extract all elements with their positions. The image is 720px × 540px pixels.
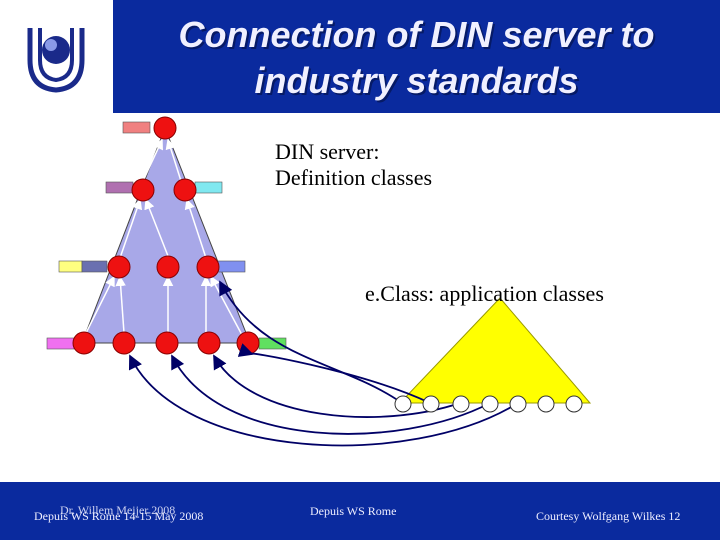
footer-band <box>0 482 720 540</box>
din-node <box>173 178 197 202</box>
eclass-nodes <box>394 395 583 413</box>
din-node <box>197 331 221 355</box>
attribute-tag-yellow <box>58 260 83 273</box>
internal-hierarchy-arrows <box>84 138 243 336</box>
connection-diagram <box>46 116 592 447</box>
din-node <box>236 331 260 355</box>
slide-title-line2: industry standards <box>254 60 579 101</box>
eclass-node <box>422 395 440 413</box>
mapping-arrows <box>128 280 519 447</box>
din-node <box>196 255 220 279</box>
din-node <box>107 255 131 279</box>
din-server-label: DIN server: Definition classes <box>275 139 432 191</box>
title-band <box>113 0 720 113</box>
din-server-triangle <box>81 126 251 344</box>
footer-left-overlay-text: Dr. Willem Meijer 2008 <box>60 503 176 517</box>
din-server-label-line1: DIN server: <box>275 139 380 164</box>
din-server-label-line2: Definition classes <box>275 165 433 190</box>
footer-center-text: Depuis WS Rome <box>310 504 397 518</box>
attribute-tag-cyan <box>194 181 223 194</box>
eclass-triangle <box>398 297 592 404</box>
slide-title-line1: Connection of DIN server to <box>178 14 655 55</box>
attribute-tags <box>46 121 287 350</box>
din-class-nodes <box>72 116 260 355</box>
attribute-tag-magenta <box>46 337 75 350</box>
eclass-label: e.Class: application classes <box>365 281 604 306</box>
slide-title: Connection of DIN server to industry sta… <box>113 12 720 104</box>
din-node <box>112 331 136 355</box>
din-node <box>156 255 180 279</box>
din-node <box>155 331 179 355</box>
university-logo-icon <box>27 28 85 93</box>
eclass-node <box>537 395 555 413</box>
attribute-tag-pink <box>122 121 151 134</box>
eclass-node <box>509 395 527 413</box>
footer-left-text: Depuis WS Rome 14-15 May 2008 <box>34 509 204 523</box>
eclass-node <box>452 395 470 413</box>
attribute-tag-blue <box>217 260 246 273</box>
eclass-node <box>565 395 583 413</box>
attribute-tag-slate <box>81 260 108 273</box>
attribute-tag-purple <box>105 181 134 194</box>
eclass-node <box>481 395 499 413</box>
eclass-node <box>394 395 412 413</box>
logo-area <box>0 0 113 113</box>
din-node <box>131 178 155 202</box>
din-node <box>72 331 96 355</box>
din-node <box>153 116 177 140</box>
footer-right-text: Courtesy Wolfgang Wilkes 12 <box>536 509 681 523</box>
